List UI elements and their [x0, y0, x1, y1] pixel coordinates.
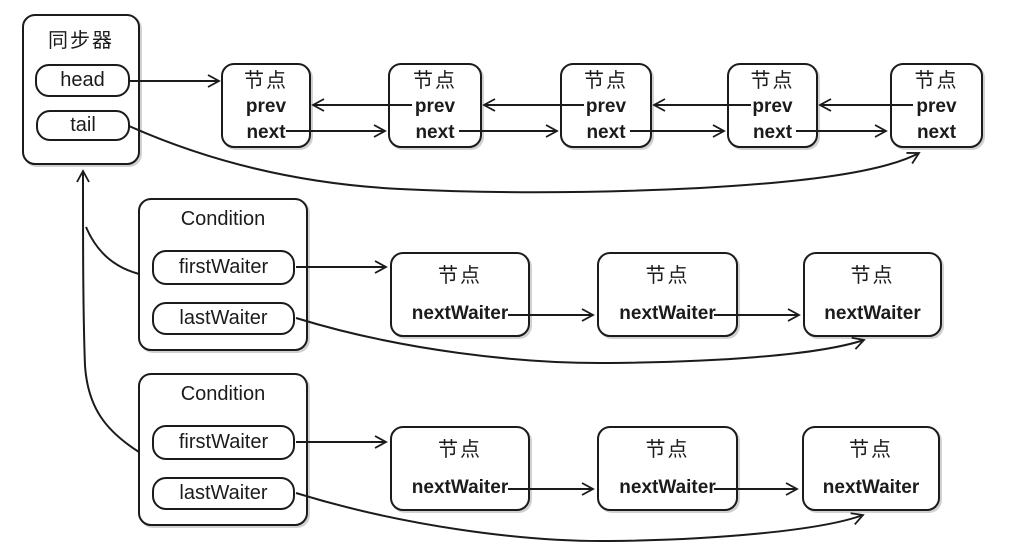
condition1-lastwaiter-curve — [295, 317, 866, 365]
node-title: 节点 — [645, 439, 690, 461]
lastwaiter-label: lastWaiter — [179, 307, 268, 329]
node-title: 节点 — [438, 265, 482, 287]
node-field-nextwaiter: nextWaiter — [824, 303, 921, 324]
condition1-title: Condition — [180, 208, 266, 230]
node-field-next: next — [586, 122, 626, 143]
sync-queue-node-4: 节点 prev next — [727, 63, 818, 148]
node-title: 节点 — [438, 439, 482, 461]
node-field-nextwaiter: nextWaiter — [411, 477, 509, 498]
head-pointer: head — [35, 64, 130, 97]
node-title: 节点 — [645, 265, 690, 287]
lastwaiter-label: lastWaiter — [179, 482, 268, 504]
node-title: 节点 — [750, 70, 795, 92]
node-field-nextwaiter: nextWaiter — [822, 477, 920, 498]
node-field-nextwaiter: nextWaiter — [619, 303, 716, 324]
node-field-nextwaiter: nextWaiter — [411, 303, 509, 324]
node-field-next: next — [415, 122, 455, 143]
sync-queue-node-2: 节点 prev next — [388, 63, 482, 148]
condition2-lastwaiter-pointer: lastWaiter — [152, 477, 295, 510]
condition2-lastwaiter-curve — [295, 492, 865, 543]
node-title: 节点 — [914, 70, 959, 92]
conditions-to-synchronizer-arrow — [76, 169, 140, 453]
node-field-next: next — [246, 122, 286, 143]
tail-pointer-label: tail — [70, 114, 96, 136]
sync-queue-node-5: 节点 prev next — [890, 63, 983, 148]
node-title: 节点 — [584, 70, 628, 92]
condition1-node-2: 节点 nextWaiter — [597, 252, 738, 337]
node-field-prev: prev — [752, 96, 793, 117]
node-field-prev: prev — [414, 96, 456, 117]
node-field-nextwaiter: nextWaiter — [619, 477, 716, 498]
condition2-node-3: 节点 nextWaiter — [802, 426, 940, 511]
firstwaiter-label: firstWaiter — [178, 256, 269, 278]
firstwaiter-label: firstWaiter — [178, 431, 269, 453]
node-title: 节点 — [244, 70, 288, 92]
node-title: 节点 — [849, 439, 893, 461]
condition1-lastwaiter-pointer: lastWaiter — [152, 302, 295, 335]
node-field-prev: prev — [245, 96, 287, 117]
condition2-node-2: 节点 nextWaiter — [597, 426, 738, 511]
node-field-prev: prev — [916, 96, 957, 117]
node-field-prev: prev — [585, 96, 627, 117]
node-field-next: next — [916, 122, 957, 143]
condition1-node-3: 节点 nextWaiter — [803, 252, 942, 337]
node-title: 节点 — [413, 70, 457, 92]
condition2-title: Condition — [180, 383, 266, 405]
sync-queue-node-3: 节点 prev next — [560, 63, 652, 148]
condition1-to-synchronizer-branch — [85, 226, 140, 275]
sync-queue-node-1: 节点 prev next — [221, 63, 311, 148]
tail-pointer: tail — [36, 110, 130, 141]
node-field-next: next — [752, 122, 793, 143]
synchronizer-title: 同步器 — [48, 30, 114, 52]
condition1-node-1: 节点 nextWaiter — [390, 252, 530, 337]
head-pointer-label: head — [60, 69, 105, 91]
condition2-node-1: 节点 nextWaiter — [390, 426, 530, 511]
condition2-firstwaiter-pointer: firstWaiter — [152, 425, 295, 460]
condition1-firstwaiter-pointer: firstWaiter — [152, 250, 295, 285]
node-title: 节点 — [850, 265, 895, 287]
